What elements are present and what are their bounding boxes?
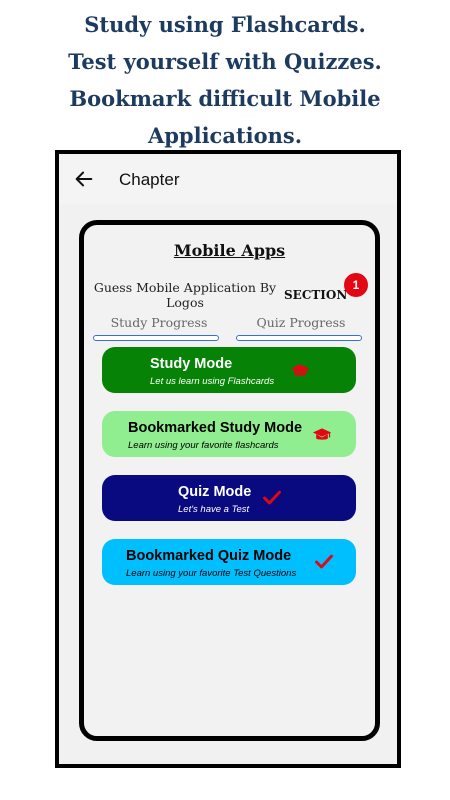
quiz-mode-subtitle: Let's have a Test (178, 504, 250, 515)
quiz-mode-title: Quiz Mode (178, 484, 252, 500)
promo-line-1: Study using Flashcards. (84, 12, 366, 37)
promo-line-2: Test yourself with Quizzes. (68, 49, 382, 74)
promo-line-3: Bookmark difficult Mobile (69, 86, 381, 111)
bookmarked-study-mode-title: Bookmarked Study Mode (128, 420, 303, 436)
bookmarked-quiz-mode-title: Bookmarked Quiz Mode (126, 548, 292, 564)
promo-header: Study using Flashcards. Test yourself wi… (0, 6, 450, 154)
app-bar-title: Chapter (119, 170, 180, 189)
section-number-badge: 1 (344, 273, 368, 297)
bookmarked-quiz-mode-button[interactable]: Bookmarked Quiz Mode Learn using your fa… (102, 539, 356, 585)
checkmark-icon (315, 554, 333, 569)
quiz-progress-label: Quiz Progress (256, 315, 346, 330)
study-mode-button[interactable]: Study Mode Let us learn using Flashcards (102, 347, 356, 393)
study-progress-label: Study Progress (110, 315, 208, 330)
chapter-card: Mobile Apps Guess Mobile Application By … (79, 220, 380, 741)
study-mode-title: Study Mode (150, 356, 233, 372)
arrow-left-icon[interactable] (73, 168, 95, 190)
study-mode-subtitle: Let us learn using Flashcards (150, 376, 275, 387)
quiz-progress-bar (236, 335, 362, 341)
bookmarked-quiz-mode-subtitle: Learn using your favorite Test Questions (126, 568, 297, 579)
phone-frame: Chapter Mobile Apps Guess Mobile Applica… (55, 150, 401, 768)
promo-line-4: Applications. (147, 123, 303, 148)
subject-name: Guess Mobile Application By Logos (93, 280, 277, 310)
graduation-cap-icon (290, 364, 310, 376)
checkmark-icon (263, 490, 281, 505)
section-label: SECTION (284, 288, 348, 302)
graduation-cap-icon (312, 428, 332, 440)
bookmarked-study-mode-button[interactable]: Bookmarked Study Mode Learn using your f… (102, 411, 356, 457)
quiz-mode-button[interactable]: Quiz Mode Let's have a Test (102, 475, 356, 521)
study-progress-bar (93, 335, 219, 341)
chapter-title: Mobile Apps (173, 241, 286, 260)
bookmarked-study-mode-subtitle: Learn using your favorite flashcards (128, 440, 279, 451)
app-bar: Chapter (59, 154, 397, 204)
